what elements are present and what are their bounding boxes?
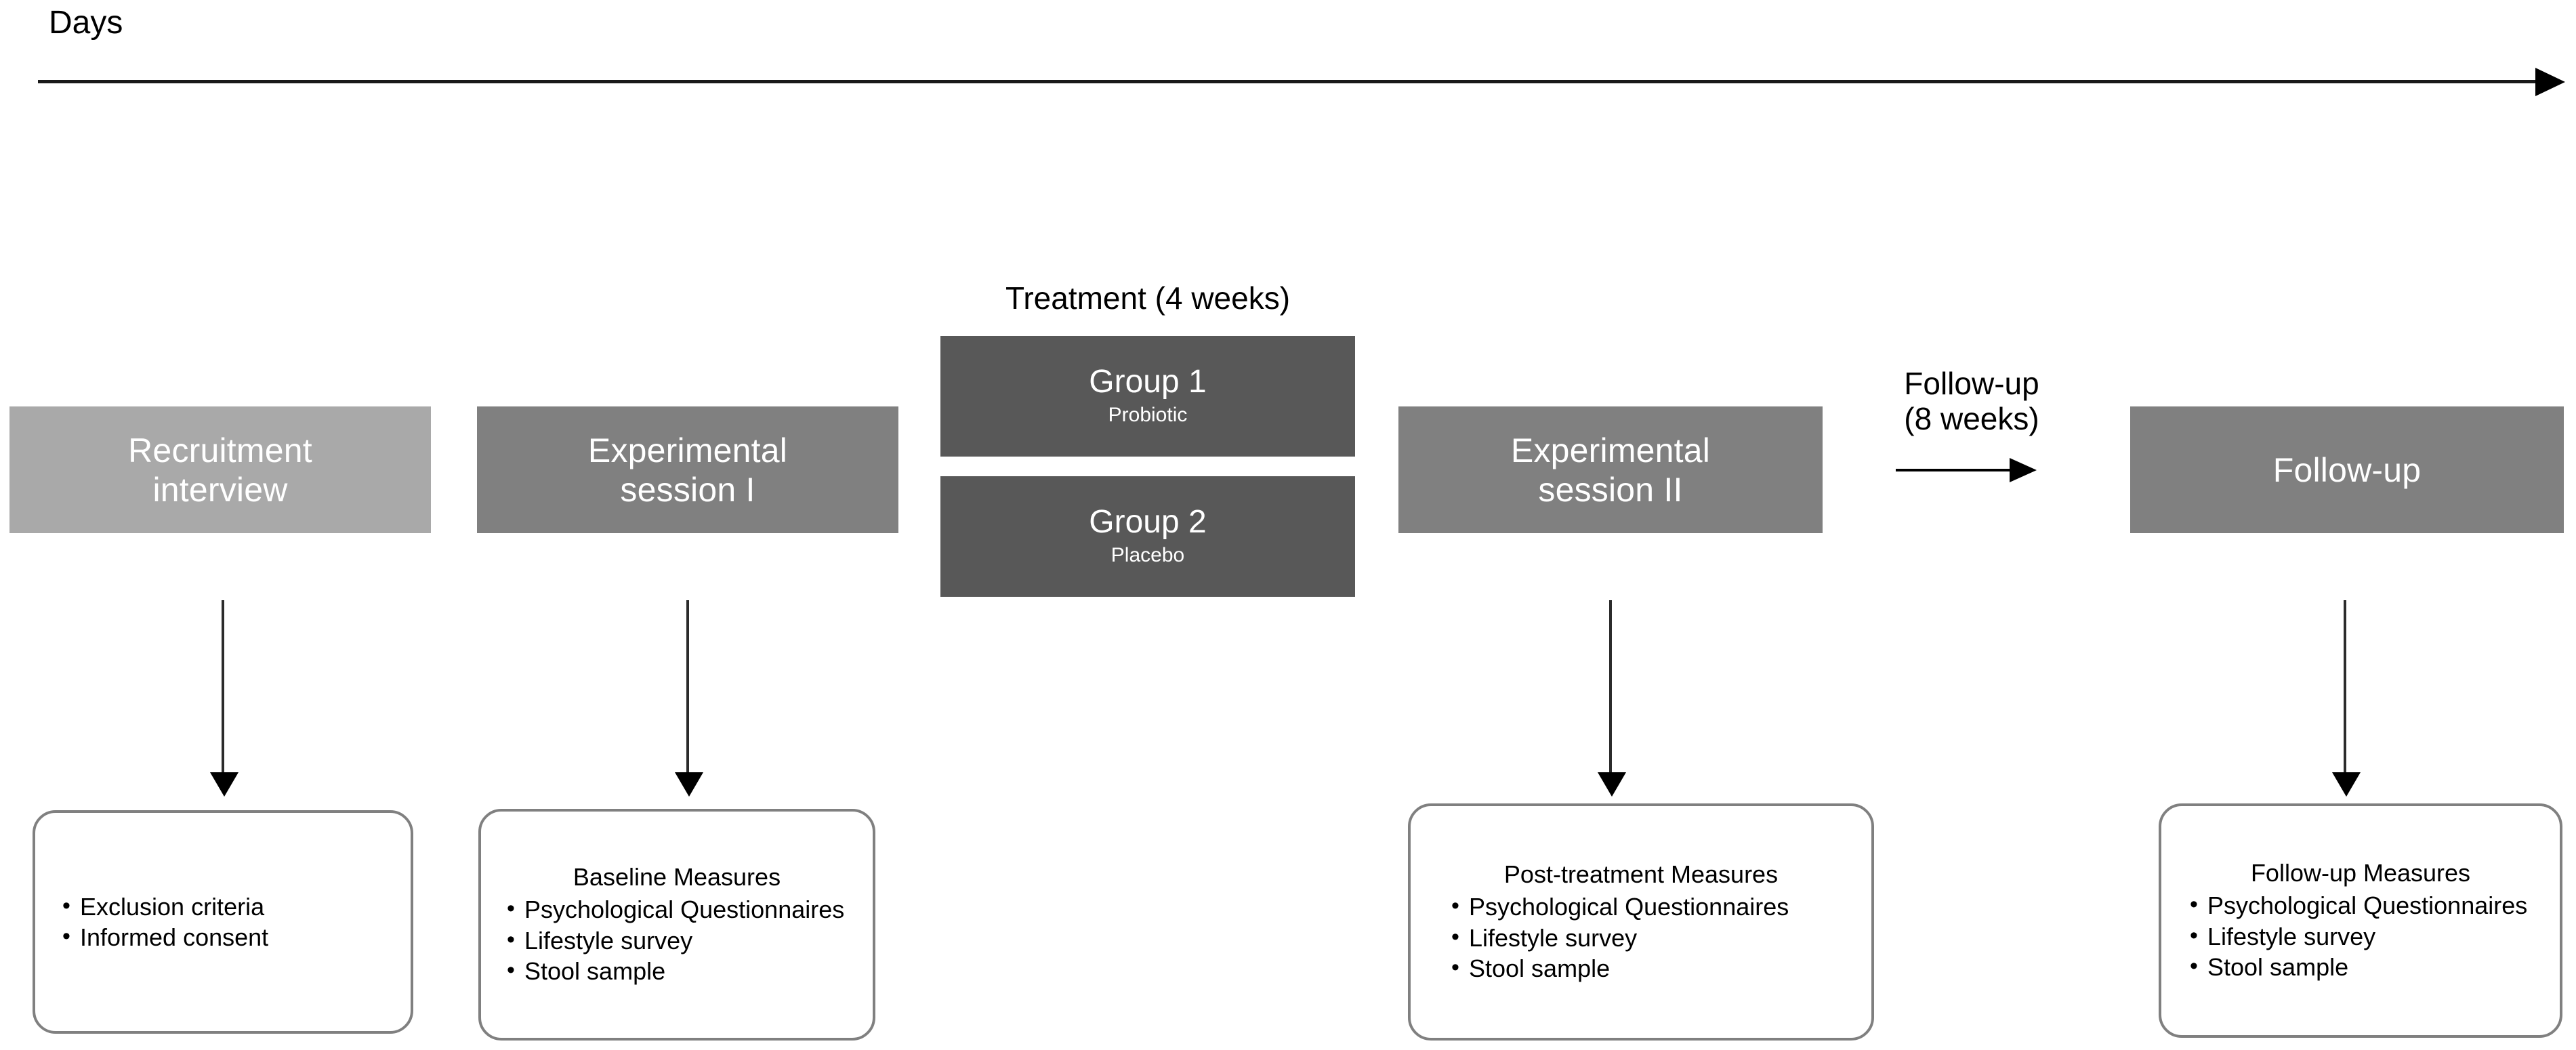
treatment-group-2[interactable]: Group 2 Placebo	[940, 476, 1355, 597]
card-baseline-measures[interactable]: Baseline Measures • Psychological Questi…	[478, 809, 875, 1041]
down-arrow-icon	[210, 772, 238, 797]
bullet-icon: •	[1451, 954, 1459, 980]
stage-recruitment-label: Recruitment interview	[128, 431, 312, 509]
group-1-title: Group 1	[1089, 363, 1207, 400]
stage-recruitment-interview[interactable]: Recruitment interview	[9, 406, 431, 533]
bullet-icon: •	[1451, 893, 1459, 919]
connector-line-session-1	[686, 600, 689, 775]
stage-session-2-label: Experimental session II	[1510, 431, 1711, 509]
stage-session-1-label: Experimental session I	[587, 431, 788, 509]
bullet-icon: •	[62, 892, 70, 919]
bullet-icon: •	[2190, 952, 2198, 979]
down-arrow-icon	[2332, 772, 2361, 797]
follow-up-interval-arrow-line	[1896, 469, 2012, 471]
timeline-axis	[38, 80, 2538, 83]
post-treatment-bullet-list: • Psychological Questionnaires • Lifesty…	[1417, 891, 1865, 984]
stage-experimental-session-1[interactable]: Experimental session I	[477, 406, 898, 533]
card-follow-up-measures[interactable]: Follow-up Measures • Psychological Quest…	[2159, 803, 2562, 1038]
bullet-icon: •	[2190, 891, 2198, 918]
list-item: • Exclusion criteria	[53, 891, 404, 922]
list-item: • Informed consent	[53, 922, 404, 952]
list-item: • Psychological Questionnaires	[497, 894, 866, 925]
treatment-group-1[interactable]: Group 1 Probiotic	[940, 336, 1355, 457]
list-item: • Lifestyle survey	[2180, 921, 2553, 952]
bullet-icon: •	[62, 923, 70, 949]
baseline-measures-title: Baseline Measures	[573, 862, 781, 891]
bullet-icon: •	[507, 957, 515, 983]
right-arrow-icon	[2535, 68, 2565, 96]
stage-experimental-session-2[interactable]: Experimental session II	[1398, 406, 1823, 533]
down-arrow-icon	[1598, 772, 1626, 797]
down-arrow-icon	[675, 772, 703, 797]
group-2-subtitle: Placebo	[1110, 544, 1185, 567]
list-item: • Stool sample	[497, 956, 866, 986]
stage-follow-up[interactable]: Follow-up	[2130, 406, 2564, 533]
follow-up-bullet-list: • Psychological Questionnaires • Lifesty…	[2168, 890, 2553, 982]
card-post-treatment-measures[interactable]: Post-treatment Measures • Psychological …	[1408, 803, 1874, 1041]
group-1-subtitle: Probiotic	[1108, 404, 1188, 427]
card-screening-criteria[interactable]: • Exclusion criteria • Informed consent	[33, 810, 413, 1034]
screening-bullet-list: • Exclusion criteria • Informed consent	[42, 891, 404, 953]
follow-up-measures-title: Follow-up Measures	[2250, 858, 2471, 887]
stage-follow-up-label: Follow-up	[2272, 450, 2422, 489]
list-item: • Stool sample	[1442, 953, 1865, 984]
bullet-icon: •	[507, 896, 515, 922]
list-item: • Stool sample	[2180, 952, 2553, 982]
treatment-period-label: Treatment (4 weeks)	[1005, 280, 1291, 316]
list-item: • Psychological Questionnaires	[1442, 891, 1865, 922]
follow-up-interval-label: Follow-up (8 weeks)	[1904, 366, 2039, 437]
connector-line-session-2	[1609, 600, 1612, 775]
bullet-icon: •	[2190, 922, 2198, 948]
group-2-title: Group 2	[1089, 503, 1207, 540]
post-treatment-measures-title: Post-treatment Measures	[1503, 860, 1779, 888]
timeline-label: Days	[49, 5, 123, 41]
bullet-icon: •	[507, 926, 515, 952]
list-item: • Lifestyle survey	[1442, 923, 1865, 953]
bullet-icon: •	[1451, 923, 1459, 950]
connector-line-recruitment	[222, 600, 224, 775]
connector-line-follow-up	[2344, 600, 2346, 775]
right-arrow-icon	[2010, 458, 2037, 482]
baseline-bullet-list: • Psychological Questionnaires • Lifesty…	[488, 894, 866, 986]
list-item: • Lifestyle survey	[497, 925, 866, 956]
list-item: • Psychological Questionnaires	[2180, 890, 2553, 921]
